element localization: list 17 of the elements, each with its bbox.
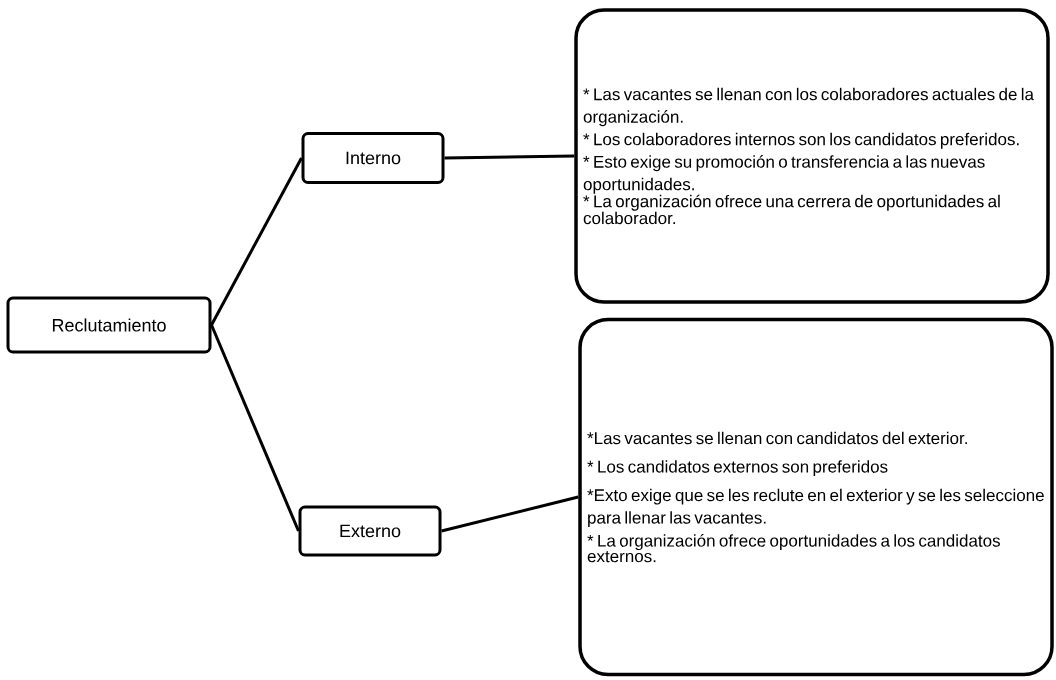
connector-line: [210, 324, 300, 532]
paragraph: * La organización ofrece oportunidades a los candidatos externos.: [587, 534, 1000, 563]
paragraph: *Las vacantes se llenan con candidatos del exterior.: [587, 431, 967, 445]
process-box: Interno: [301, 132, 445, 184]
paragraph: * Los candidatos externos son preferidos: [587, 460, 888, 477]
connector-line: [210, 157, 303, 326]
paragraph: * Esto exige su promoción o transferencia a las nuevas oportunidades.: [583, 155, 985, 194]
connector-line: [441, 495, 579, 533]
connector-line: [444, 154, 575, 160]
text-box: [574, 8, 1050, 304]
process-box: Reclutamiento: [6, 296, 212, 354]
paragraph: *Exto exige que se les reclute en el exterior y se les seleccione para llenar las vacantes.: [587, 488, 1044, 528]
process-box: Externo: [298, 505, 442, 557]
paragraph: * La organización ofrece una cerrera de oportunidades al colaborador.: [583, 194, 1000, 225]
paragraph: * Las vacantes se llenan con los colaboradores actuales de la organización.: [583, 87, 1034, 127]
text-box: [578, 317, 1054, 677]
paragraph: * Los colaboradores internos son los candidatos preferidos.: [583, 132, 1019, 149]
